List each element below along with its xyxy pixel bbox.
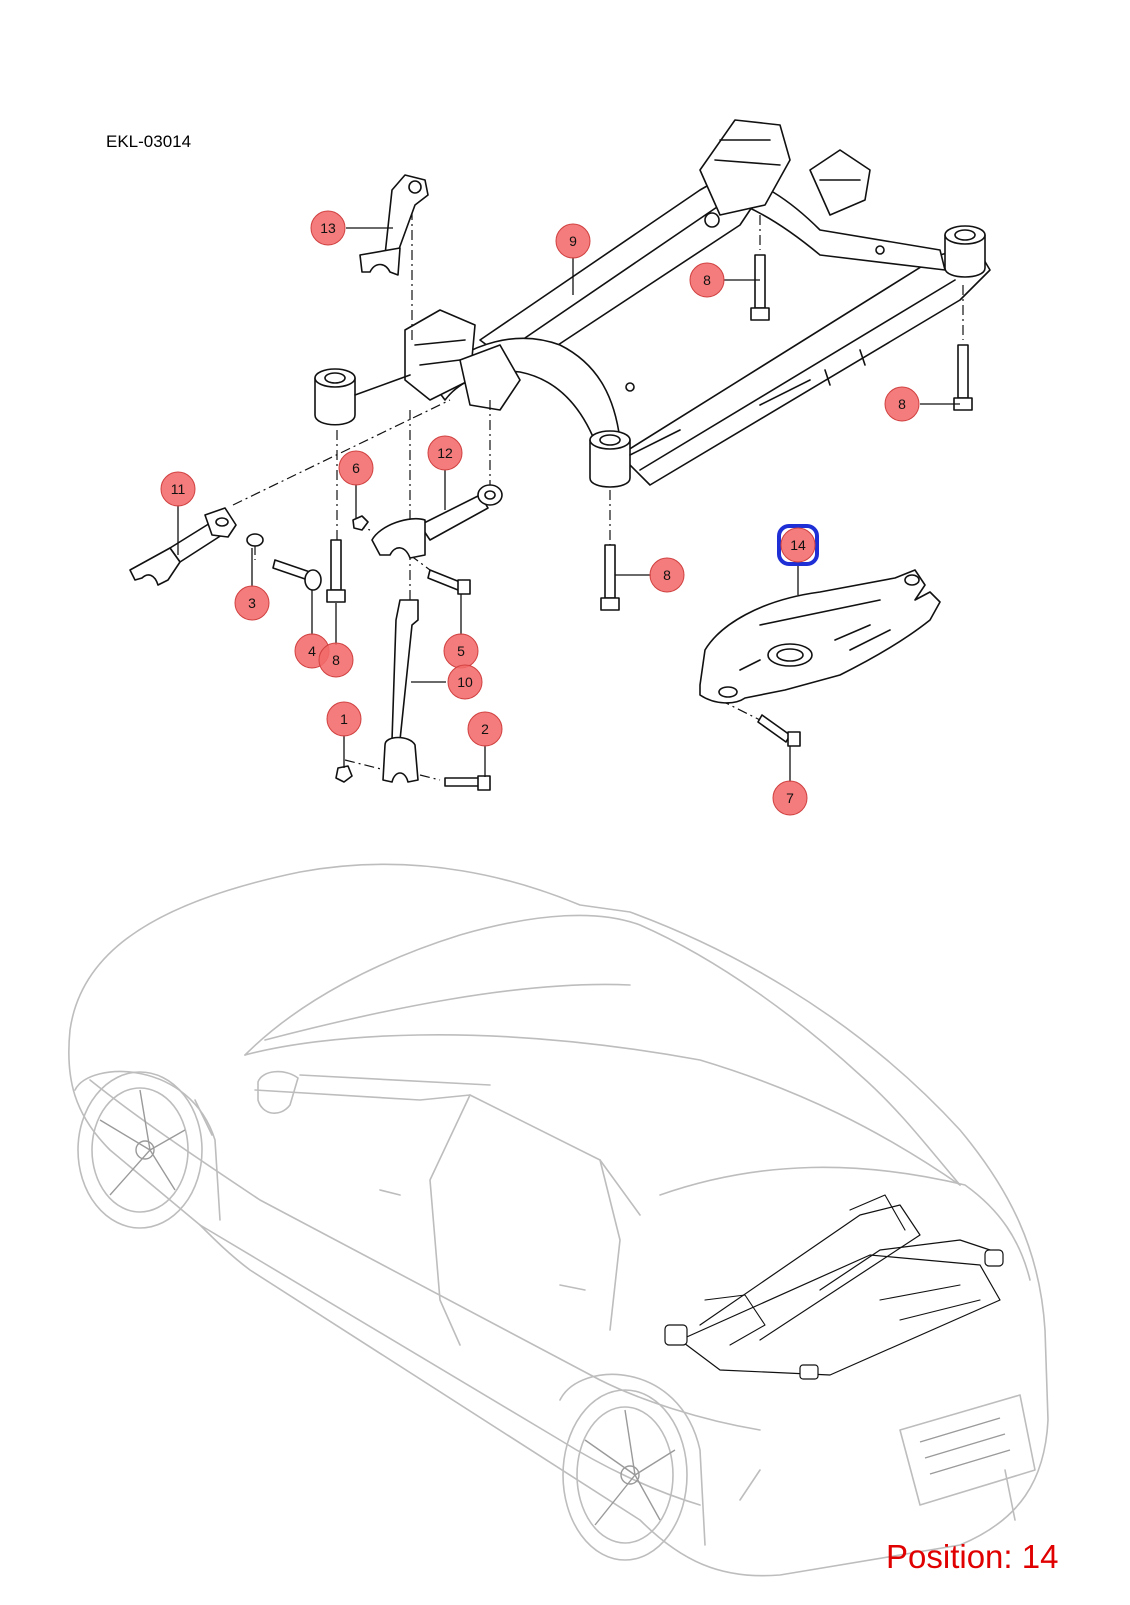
callout-circle bbox=[447, 664, 483, 700]
callout-label: 4 bbox=[308, 643, 316, 659]
callout-3[interactable]: 3 bbox=[234, 585, 270, 621]
drawing-code: EKL-03014 bbox=[106, 132, 192, 151]
link-arm-12 bbox=[419, 484, 503, 541]
callout-7[interactable]: 7 bbox=[772, 780, 808, 816]
position-label: Position: 14 bbox=[886, 1538, 1059, 1575]
callout-label: 2 bbox=[481, 721, 489, 737]
callout-circle bbox=[160, 471, 196, 507]
callout-10[interactable]: 10 bbox=[447, 664, 483, 700]
callout-6[interactable]: 6 bbox=[338, 450, 374, 486]
bushing-front-right bbox=[944, 225, 986, 278]
callout-label: 11 bbox=[171, 481, 186, 497]
callout-circle bbox=[427, 435, 463, 471]
callout-8[interactable]: 8 bbox=[649, 557, 685, 593]
assembly-lines bbox=[232, 190, 964, 781]
callout-circle bbox=[689, 262, 725, 298]
vehicle-subframe-sketch bbox=[664, 1194, 1004, 1380]
callout-label: 1 bbox=[340, 711, 348, 727]
callout-label: 12 bbox=[437, 445, 453, 461]
callout-2[interactable]: 2 bbox=[467, 711, 503, 747]
callout-label: 8 bbox=[703, 272, 711, 288]
lower-control-arm-14 bbox=[699, 569, 941, 704]
callout-label: 5 bbox=[457, 643, 465, 659]
callout-circle bbox=[326, 701, 362, 737]
callout-label: 8 bbox=[332, 652, 340, 668]
callout-circle bbox=[555, 223, 591, 259]
callout-circle bbox=[780, 527, 816, 563]
callout-5[interactable]: 5 bbox=[443, 633, 479, 669]
callout-circle bbox=[649, 557, 685, 593]
callout-label: 8 bbox=[663, 567, 671, 583]
callout-label: 13 bbox=[320, 220, 336, 236]
callout-1[interactable]: 1 bbox=[326, 701, 362, 737]
link-arm-11 bbox=[129, 507, 237, 586]
bracket-6 bbox=[352, 515, 426, 559]
callout-circle bbox=[467, 711, 503, 747]
rear-subframe-drawing bbox=[314, 119, 991, 488]
callout-circle bbox=[772, 780, 808, 816]
upper-link-13 bbox=[359, 174, 429, 276]
callout-circle bbox=[884, 386, 920, 422]
vehicle-outline bbox=[67, 863, 1049, 1577]
callout-label: 10 bbox=[457, 674, 473, 690]
callout-11[interactable]: 11 bbox=[160, 471, 196, 507]
fasteners bbox=[246, 254, 973, 791]
bolt-4 bbox=[272, 559, 311, 581]
selected-callout-highlight bbox=[777, 524, 819, 566]
toe-link-10 bbox=[382, 599, 419, 783]
callout-label: 9 bbox=[569, 233, 577, 249]
callout-13[interactable]: 13 bbox=[310, 210, 346, 246]
bushing-rear-left bbox=[314, 368, 356, 426]
callout-label: 6 bbox=[352, 460, 360, 476]
callout-circle bbox=[338, 450, 374, 486]
callout-9[interactable]: 9 bbox=[555, 223, 591, 259]
callout-8[interactable]: 8 bbox=[318, 642, 354, 678]
washer-3 bbox=[246, 533, 264, 547]
callout-circle bbox=[318, 642, 354, 678]
callout-label: 8 bbox=[898, 396, 906, 412]
callout-label: 7 bbox=[786, 790, 794, 806]
callout-8[interactable]: 8 bbox=[689, 262, 725, 298]
callout-14[interactable]: 14 bbox=[777, 524, 819, 566]
callout-circle bbox=[310, 210, 346, 246]
callout-label: 14 bbox=[790, 537, 806, 553]
bushing-rear-right bbox=[589, 430, 631, 488]
callout-8[interactable]: 8 bbox=[884, 386, 920, 422]
leader-lines bbox=[177, 227, 960, 782]
callout-label: 3 bbox=[248, 595, 256, 611]
callout-12[interactable]: 12 bbox=[427, 435, 463, 471]
callout-circle bbox=[234, 585, 270, 621]
